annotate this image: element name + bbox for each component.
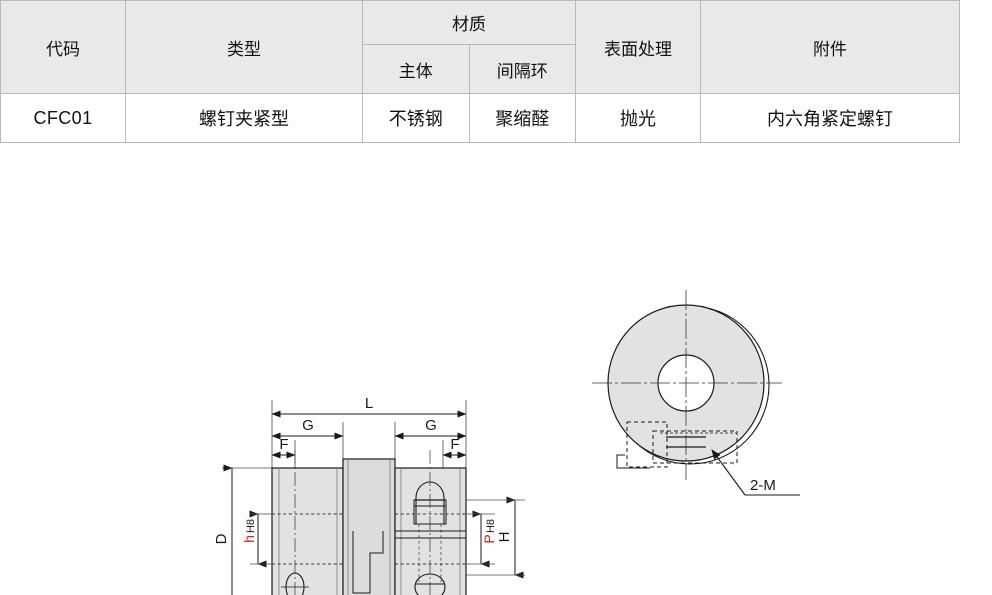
dimension-hub-length-left: G bbox=[271, 417, 344, 440]
dimension-bore-left: h H8 bbox=[241, 510, 272, 568]
coupling-drawing-svg: L G G F F D bbox=[213, 290, 800, 595]
specification-table-container: 代码 类型 材质 表面处理 附件 主体 间隔环 CFC01 螺钉夹紧型 不锈钢 … bbox=[0, 0, 960, 146]
spacer-ring bbox=[342, 458, 396, 595]
end-view-bracket bbox=[616, 454, 650, 469]
dimension-label-L: L bbox=[365, 395, 373, 412]
technical-drawing: L G G F F D bbox=[0, 150, 992, 595]
right-setscrew-hole bbox=[414, 573, 446, 595]
end-view: 2-M bbox=[592, 290, 800, 496]
column-header-accessory: 附件 bbox=[700, 0, 960, 94]
callout-label-2M: 2-M bbox=[750, 477, 776, 494]
left-hub bbox=[271, 450, 344, 595]
dimension-screw-height: H bbox=[466, 496, 525, 579]
column-header-code: 代码 bbox=[0, 0, 126, 94]
right-hub bbox=[394, 450, 467, 595]
dimension-outer-diameter: D bbox=[213, 464, 241, 595]
dimension-clamp-offset-right: F bbox=[442, 436, 467, 459]
dimension-label-F-left: F bbox=[279, 436, 288, 453]
dimension-overall-length: L bbox=[271, 395, 467, 418]
dimension-label-P: P bbox=[481, 534, 497, 543]
dimension-hub-length-right: G bbox=[394, 417, 467, 440]
dimension-label-P-tolerance: H8 bbox=[485, 519, 497, 533]
specification-table: 代码 类型 材质 表面处理 附件 主体 间隔环 CFC01 螺钉夹紧型 不锈钢 … bbox=[0, 0, 960, 143]
dimension-label-F-right: F bbox=[450, 436, 459, 453]
table-row: CFC01 螺钉夹紧型 不锈钢 聚缩醛 抛光 内六角紧定螺钉 bbox=[0, 93, 960, 143]
column-header-material-group: 材质 bbox=[362, 0, 576, 46]
column-header-material-body: 主体 bbox=[362, 44, 470, 94]
end-view-hidden-hole-left bbox=[626, 421, 668, 468]
cell-material-body: 不锈钢 bbox=[362, 93, 470, 143]
dimension-clamp-offset-left: F bbox=[271, 436, 296, 459]
spacer-body bbox=[342, 458, 396, 595]
cell-surface: 抛光 bbox=[575, 93, 701, 143]
dimension-label-h: h bbox=[241, 535, 257, 543]
column-header-material-spacer: 间隔环 bbox=[468, 44, 576, 94]
column-header-surface: 表面处理 bbox=[575, 0, 701, 94]
dimension-label-h-tolerance: H8 bbox=[245, 519, 257, 533]
dimension-bore-right: P H8 bbox=[466, 510, 497, 568]
dimension-label-G-left: G bbox=[302, 417, 314, 434]
left-hub-body bbox=[271, 467, 344, 595]
dimension-label-H: H bbox=[496, 532, 513, 543]
cell-code: CFC01 bbox=[0, 93, 126, 143]
column-header-type: 类型 bbox=[125, 0, 363, 94]
table-header-row-bottom: 主体 间隔环 bbox=[1, 44, 960, 94]
cell-accessory: 内六角紧定螺钉 bbox=[700, 93, 960, 143]
table-header-row-top: 代码 类型 材质 表面处理 附件 bbox=[0, 0, 960, 94]
cell-type: 螺钉夹紧型 bbox=[125, 93, 363, 143]
table-body: CFC01 螺钉夹紧型 不锈钢 聚缩醛 抛光 内六角紧定螺钉 bbox=[0, 93, 960, 143]
dimension-label-D: D bbox=[213, 533, 230, 544]
callout-2M: 2-M bbox=[711, 449, 800, 496]
end-view-hidden-hole-right bbox=[652, 430, 738, 464]
table-header: 代码 类型 材质 表面处理 附件 主体 间隔环 bbox=[0, 0, 960, 94]
spacer-step-profile bbox=[352, 531, 384, 594]
cell-material-spacer: 聚缩醛 bbox=[468, 93, 576, 143]
side-section-view: L G G F F D bbox=[213, 395, 525, 595]
dimension-label-G-right: G bbox=[425, 417, 437, 434]
